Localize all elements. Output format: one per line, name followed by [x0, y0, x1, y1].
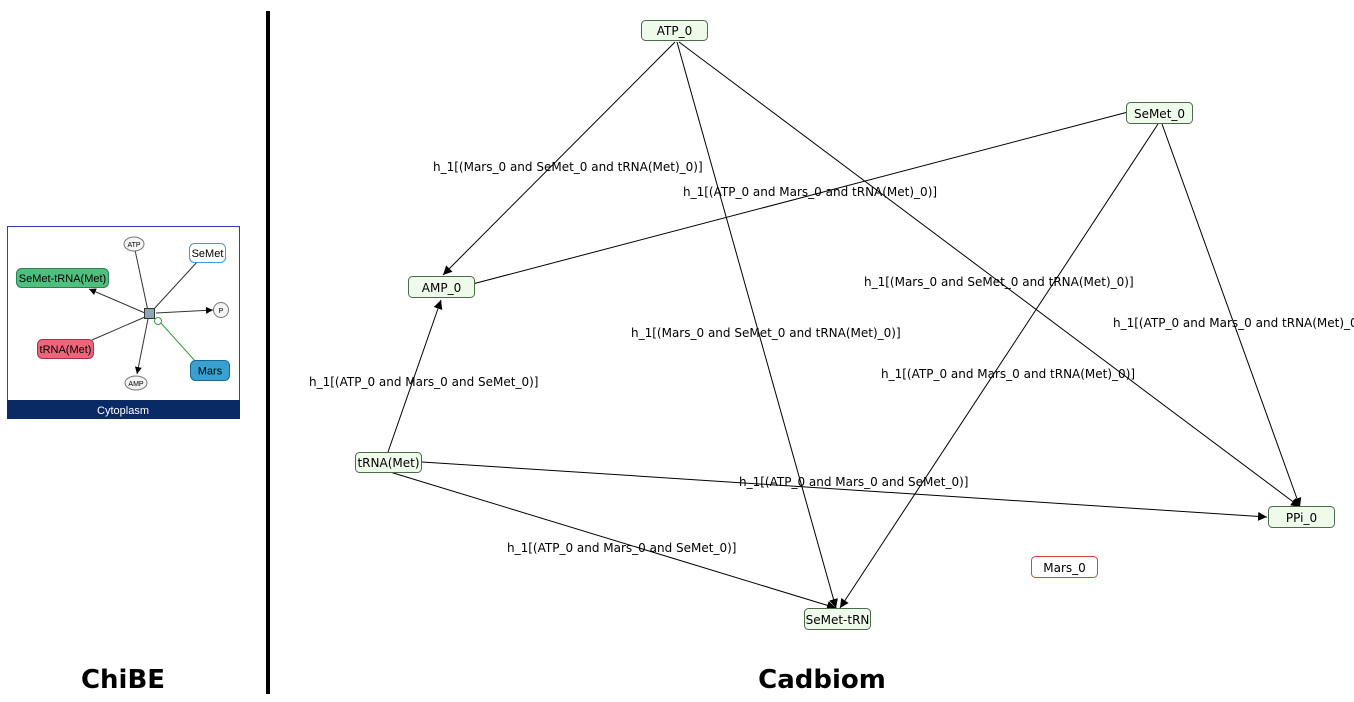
- node-semet-box: [1126, 102, 1193, 124]
- edge-label-e4: h_1[(Mars_0 and SeMet_0 and tRNA(Met)_0)…: [631, 326, 901, 340]
- cadbiom-panel: h_1[(Mars_0 and SeMet_0 and tRNA(Met)_0)…: [309, 20, 1354, 630]
- chibe-node-p-shape: [213, 302, 229, 318]
- chibe-node-semet-shape: [189, 243, 226, 263]
- chibe-compartment-label: Cytoplasm: [97, 405, 149, 417]
- chibe-node-trna: tRNA(Met): [40, 344, 92, 356]
- chibe-caption: ChiBE: [81, 665, 165, 695]
- edge-label-e8: h_1[(ATP_0 and Mars_0 and SeMet_0)]: [739, 475, 968, 489]
- panel-divider: [266, 11, 270, 694]
- chibe-reaction-square: [144, 308, 155, 319]
- edge-trna-ppi: [421, 461, 1268, 521]
- chibe-edge-semet: [152, 260, 199, 311]
- edge-label-e9: h_1[(ATP_0 and Mars_0 and SeMet_0)]: [507, 541, 736, 555]
- node-atp[interactable]: ATP_0: [641, 20, 708, 41]
- node-trna-box: [355, 452, 422, 473]
- chibe-edge-p: [155, 306, 214, 314]
- edge-trna-semettrn: [389, 471, 837, 610]
- edge-semet-ppi: [1161, 123, 1302, 508]
- node-amp-box: [408, 276, 475, 298]
- node-ppi[interactable]: PPi_0: [1268, 506, 1335, 528]
- chibe-edge-semettrna: [88, 288, 146, 314]
- edge-atp-amp: [442, 41, 676, 276]
- chibe-node-semet: SeMet: [192, 248, 224, 260]
- edge-label-e1: h_1[(Mars_0 and SeMet_0 and tRNA(Met)_0)…: [433, 160, 703, 174]
- edge-label-e3: h_1[(Mars_0 and SeMet_0 and tRNA(Met)_0)…: [864, 275, 1134, 289]
- node-mars[interactable]: Mars_0: [1031, 556, 1098, 578]
- node-ppi-label: PPi_0: [1286, 511, 1317, 525]
- edge-label-e6: h_1[(ATP_0 and Mars_0 and tRNA(Met)_0)]: [881, 367, 1135, 381]
- chibe-compartment-bar: [7, 400, 240, 419]
- chibe-edge-atp: [134, 249, 149, 312]
- edge-semet-amp: [464, 111, 1129, 289]
- chibe-node-atp-shape: [123, 236, 145, 252]
- node-mars-label: Mars_0: [1043, 561, 1086, 575]
- edge-trna-amp: [387, 299, 443, 453]
- edge-label-e5: h_1[(ATP_0 and Mars_0 and tRNA(Met)_0)]: [1113, 316, 1354, 330]
- cadbiom-caption: Cadbiom: [758, 665, 886, 695]
- edge-atp-semettrn: [676, 41, 838, 609]
- chibe-node-p: P: [219, 308, 224, 315]
- node-semet[interactable]: SeMet_0: [1126, 102, 1193, 124]
- chibe-node-atp: ATP: [127, 242, 140, 249]
- chibe-node-semettrna-shape: [16, 268, 109, 288]
- chibe-node-amp-shape: [124, 375, 148, 391]
- chibe-panel: ATP SeMet SeMet-tRNA(Met) P tRNA(Met) Ma…: [7, 226, 240, 419]
- chibe-edge-amp: [134, 318, 149, 375]
- chibe-node-semettrna: SeMet-tRNA(Met): [19, 273, 106, 285]
- node-atp-label: ATP_0: [657, 24, 692, 38]
- node-trna-label: tRNA(Met): [357, 456, 419, 470]
- chibe-node-trna-shape: [37, 339, 94, 359]
- chibe-node-mars: Mars: [198, 366, 223, 378]
- edge-atp-ppi: [678, 41, 1301, 508]
- node-atp-box: [641, 20, 708, 41]
- node-semet-label: SeMet_0: [1134, 107, 1185, 121]
- node-mars-box: [1031, 556, 1098, 578]
- edge-label-e2: h_1[(ATP_0 and Mars_0 and tRNA(Met)_0)]: [683, 185, 937, 199]
- node-semettrn-box: [804, 608, 871, 630]
- node-semettrn[interactable]: SeMet-tRN: [804, 608, 871, 630]
- node-trna[interactable]: tRNA(Met): [355, 452, 422, 473]
- edge-label-e7: h_1[(ATP_0 and Mars_0 and SeMet_0)]: [309, 375, 538, 389]
- chibe-node-mars-shape: [190, 360, 230, 381]
- chibe-modulation-circle: [154, 317, 162, 325]
- edge-semet-semettrn: [839, 123, 1159, 609]
- chibe-edge-trna: [91, 316, 146, 341]
- node-amp-label: AMP_0: [422, 281, 461, 295]
- node-amp[interactable]: AMP_0: [408, 276, 475, 298]
- chibe-node-amp: AMP: [128, 381, 144, 388]
- node-ppi-box: [1268, 506, 1335, 528]
- chibe-edge-mars: [159, 321, 197, 363]
- node-semettrn-label: SeMet-tRN: [806, 613, 870, 627]
